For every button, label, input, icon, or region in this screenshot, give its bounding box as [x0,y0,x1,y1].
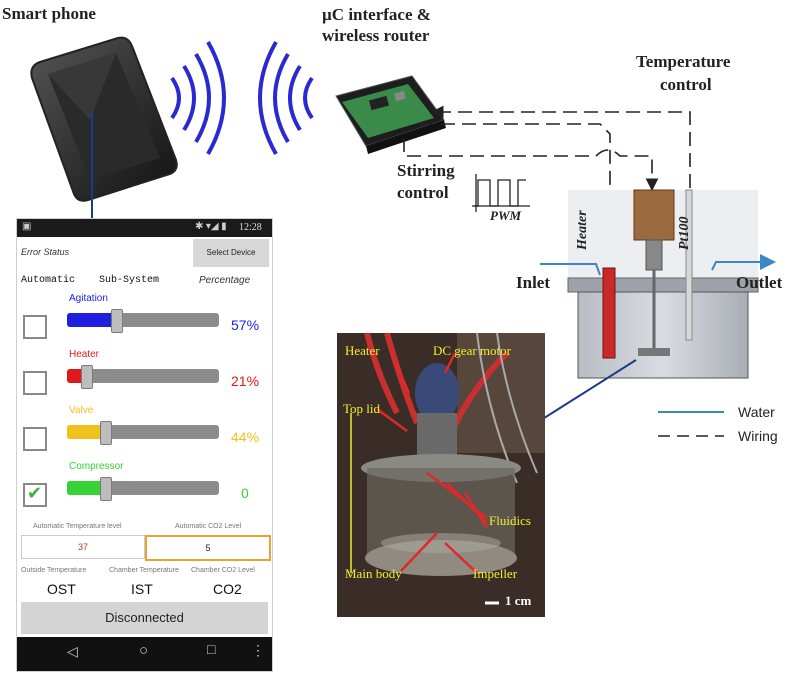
column-percentage: Percentage [199,275,251,286]
subsystem-percentage: 44% [231,429,260,445]
automatic-checkbox[interactable]: ✔ [23,483,47,507]
subsystem-percentage: 57% [231,317,260,333]
subsystem-name: Heater [69,349,100,360]
photo-scale-bar-label: 1 cm [505,593,532,608]
subsystem-percentage: 0 [241,485,249,501]
select-device-button[interactable]: Select Device [193,239,269,267]
slider-fill [67,425,104,439]
overflow-menu-icon[interactable]: ⋮ [251,644,265,659]
temperature-control-line1: Temperature [636,52,731,71]
pt100-label: Pt100 [677,216,692,250]
photo-main-body-label: Main body [345,566,402,581]
bioreactor-photo: Heater DC gear motor Top lid Fluidics Ma… [337,333,545,617]
auto-temp-input[interactable]: 37 [21,535,145,559]
slider-knob[interactable] [99,477,112,501]
slider-fill [67,313,115,327]
column-automatic: Automatic [21,275,76,286]
subsystem-percentage: 21% [231,373,260,389]
error-status-text: Error Status [21,247,70,257]
chamber-co2-label: Chamber CO2 Level [191,567,255,574]
automatic-checkbox[interactable] [23,427,47,451]
auto-temp-label: Automatic Temperature level [33,523,122,530]
pwm-waveform [472,174,530,212]
column-subsystem: Sub-System [99,275,160,286]
pwm-label: PWM [490,208,522,223]
back-icon[interactable]: ◁ [67,645,78,660]
photo-top-lid-label: Top lid [343,401,381,416]
inlet-label: Inlet [516,273,550,292]
recents-icon[interactable]: □ [207,643,216,658]
stirring-control-line1: Stirring [397,161,455,180]
outlet-label: Outlet [736,273,783,292]
router-board-icon [335,75,446,154]
temperature-control-line2: control [660,75,712,94]
bioreactor-diagram [540,189,776,379]
temperature-control-label: Temperature control [636,50,730,96]
photo-fluidics-label: Fluidics [489,513,531,528]
status-time: 12:28 [239,222,262,233]
automatic-checkbox[interactable] [23,315,47,339]
legend-wiring-text: Wiring [738,428,778,444]
slider-fill [67,481,104,495]
legend-water-text: Water [738,404,775,420]
co2-value: CO2 [213,581,242,597]
phone-app-screen: ▣ ✱ ▾◢ ▮ 12:28 Error Status Select Devic… [16,218,273,672]
signal-icon: ✱ ▾◢ ▮ [195,221,227,232]
photo-impeller-label: Impeller [473,566,518,581]
uc-interface-label: µC interface & wireless router [322,4,431,46]
subsystem-name: Valve [69,405,94,416]
disconnected-button[interactable]: Disconnected [21,602,268,634]
stirring-control-line2: control [397,183,449,202]
smartphone-label: Smart phone [2,4,96,23]
automatic-checkbox[interactable] [23,371,47,395]
auto-co2-label: Automatic CO2 Level [175,523,242,530]
home-icon[interactable]: ○ [139,643,149,659]
slider-knob[interactable] [80,365,93,389]
smartphone-icon [30,36,178,202]
photo-heater-label: Heater [345,343,380,358]
slider-knob[interactable] [110,309,123,333]
subsystem-slider[interactable] [67,369,219,383]
chamber-temp-label: Chamber Temperature [109,567,179,574]
ist-value: IST [131,581,153,597]
auto-co2-input[interactable]: 5 [145,535,271,561]
ost-value: OST [47,581,76,597]
subsystem-name: Compressor [69,461,124,472]
subsystem-name: Agitation [69,293,108,304]
heater-vertical-label: Heater [575,210,590,250]
uc-interface-line2: wireless router [322,26,430,45]
android-nav-bar: ◁ ○ □ ⋮ [17,637,272,671]
slider-knob[interactable] [99,421,112,445]
wireless-signal-icon [170,41,314,155]
outside-temp-label: Outside Temperature [21,567,87,574]
notification-icon: ▣ [22,221,32,232]
photo-drawing [337,333,545,617]
photo-dc-gear-motor-label: DC gear motor [433,343,511,358]
slider-fill [67,369,85,383]
stirring-control-label: Stirring control [397,160,455,204]
uc-interface-line1: µC interface & [322,5,431,24]
android-status-bar: ▣ ✱ ▾◢ ▮ 12:28 [17,219,272,237]
checkmark-icon: ✔ [27,483,43,503]
